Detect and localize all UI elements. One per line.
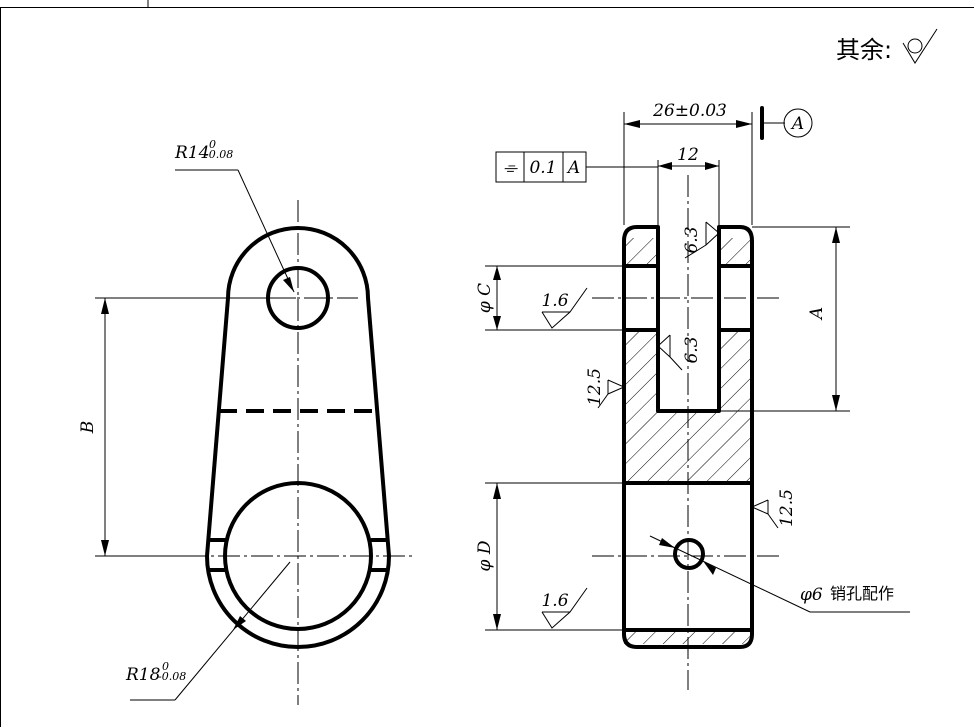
lever-outline (205, 226, 391, 649)
geometric-tolerance-frame: ⌯ 0.1 A (495, 151, 658, 183)
r14-callout: R14 0 -0.08 (174, 138, 295, 293)
dia-c-label: φ C (475, 283, 495, 313)
pin-hole-note: 销孔配作 (830, 584, 894, 603)
roughness-left-face-value: 12.5 (585, 368, 605, 406)
pin-hole (673, 538, 705, 570)
roughness-bore-bottom: 1.6 (541, 587, 588, 629)
r14-upper: 0 (209, 138, 216, 151)
dimension-dia-d: φ D (475, 482, 624, 631)
dimension-slot-width: 12 (657, 145, 720, 225)
roughness-bore-bottom-value: 1.6 (541, 591, 568, 611)
r18-upper: 0 (162, 660, 169, 673)
r14-lower: -0.08 (205, 148, 233, 161)
dimension-slot-depth: A (719, 226, 850, 412)
r18-lower: -0.08 (158, 670, 186, 683)
dimension-dia-c: φ C (475, 265, 624, 331)
r14-base: R14 (174, 143, 209, 163)
roughness-right-face-value: 12.5 (777, 489, 797, 527)
width-dim-label: 26±0.03 (652, 101, 727, 121)
other-surfaces-roughness-note: 其余: (836, 28, 938, 64)
section-view: 26±0.03 A 12 ⌯ 0.1 A (475, 101, 910, 690)
tolerance-datum: A (566, 158, 580, 178)
datum-a-label: A (790, 114, 804, 134)
roughness-slot-inner-value: 6.3 (682, 336, 702, 363)
pin-hole-callout: φ6 销孔配作 (649, 535, 910, 613)
r18-callout: R18 0 -0.08 (125, 561, 291, 701)
unmachined-surface-icon (902, 28, 938, 64)
roughness-bore-top-value: 1.6 (541, 291, 568, 311)
section-outline (622, 225, 754, 649)
roughness-left-face: 12.5 (585, 368, 626, 409)
pin-hole-dia: φ6 (800, 585, 823, 605)
dim-b-label: B (78, 421, 98, 435)
r18-base: R18 (125, 665, 161, 685)
dia-d-label: φ D (475, 540, 495, 571)
dimension-b: B (78, 297, 296, 557)
roughness-right-face: 12.5 (750, 489, 797, 529)
roughness-slot-inner: 6.3 (657, 334, 702, 371)
slot-depth-label: A (807, 307, 827, 321)
datum-a-symbol: A (760, 106, 813, 140)
slot-width-label: 12 (677, 145, 699, 165)
dimension-width: 26±0.03 (623, 101, 753, 225)
note-label: 其余: (836, 36, 892, 64)
front-view: B R14 0 -0.08 R18 0 -0.08 (78, 138, 412, 705)
symmetry-symbol: ⌯ (503, 158, 518, 178)
large-bore (223, 481, 373, 631)
tolerance-value: 0.1 (529, 158, 556, 178)
roughness-slot-top-value: 6.3 (682, 226, 702, 253)
roughness-slot-top: 6.3 (682, 221, 720, 259)
roughness-bore-top: 1.6 (541, 287, 588, 329)
